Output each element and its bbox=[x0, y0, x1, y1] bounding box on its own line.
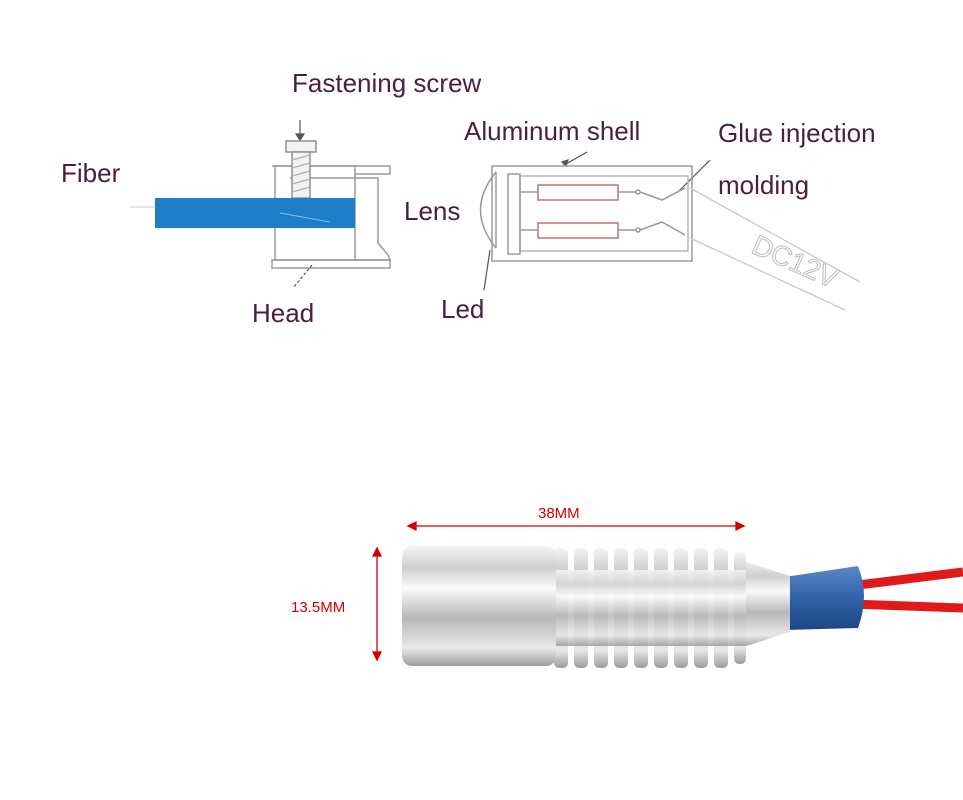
fiber-drawing bbox=[155, 198, 355, 228]
head-label: Head bbox=[252, 298, 315, 328]
lens-label: Lens bbox=[404, 196, 461, 226]
diameter-dimension-label: 13.5MM bbox=[291, 599, 346, 616]
heatsink-fins bbox=[548, 548, 746, 668]
fiber-label: Fiber bbox=[61, 158, 121, 188]
red-wires bbox=[849, 567, 963, 613]
led-module-drawing bbox=[479, 165, 693, 262]
fastening-screw-label: Fastening screw bbox=[292, 68, 482, 98]
front-cylinder bbox=[402, 546, 556, 666]
glue-injection-label: Glue injection bbox=[718, 118, 876, 148]
blue-sleeve bbox=[778, 566, 864, 630]
molding-label: molding bbox=[718, 170, 810, 200]
dimension-arrows bbox=[371, 520, 746, 662]
aluminum-shell-label: Aluminum shell bbox=[464, 116, 641, 146]
led-label: Led bbox=[441, 294, 485, 324]
length-dimension-label: 38MM bbox=[538, 505, 580, 522]
dc12v-cable-drawing bbox=[689, 187, 861, 311]
